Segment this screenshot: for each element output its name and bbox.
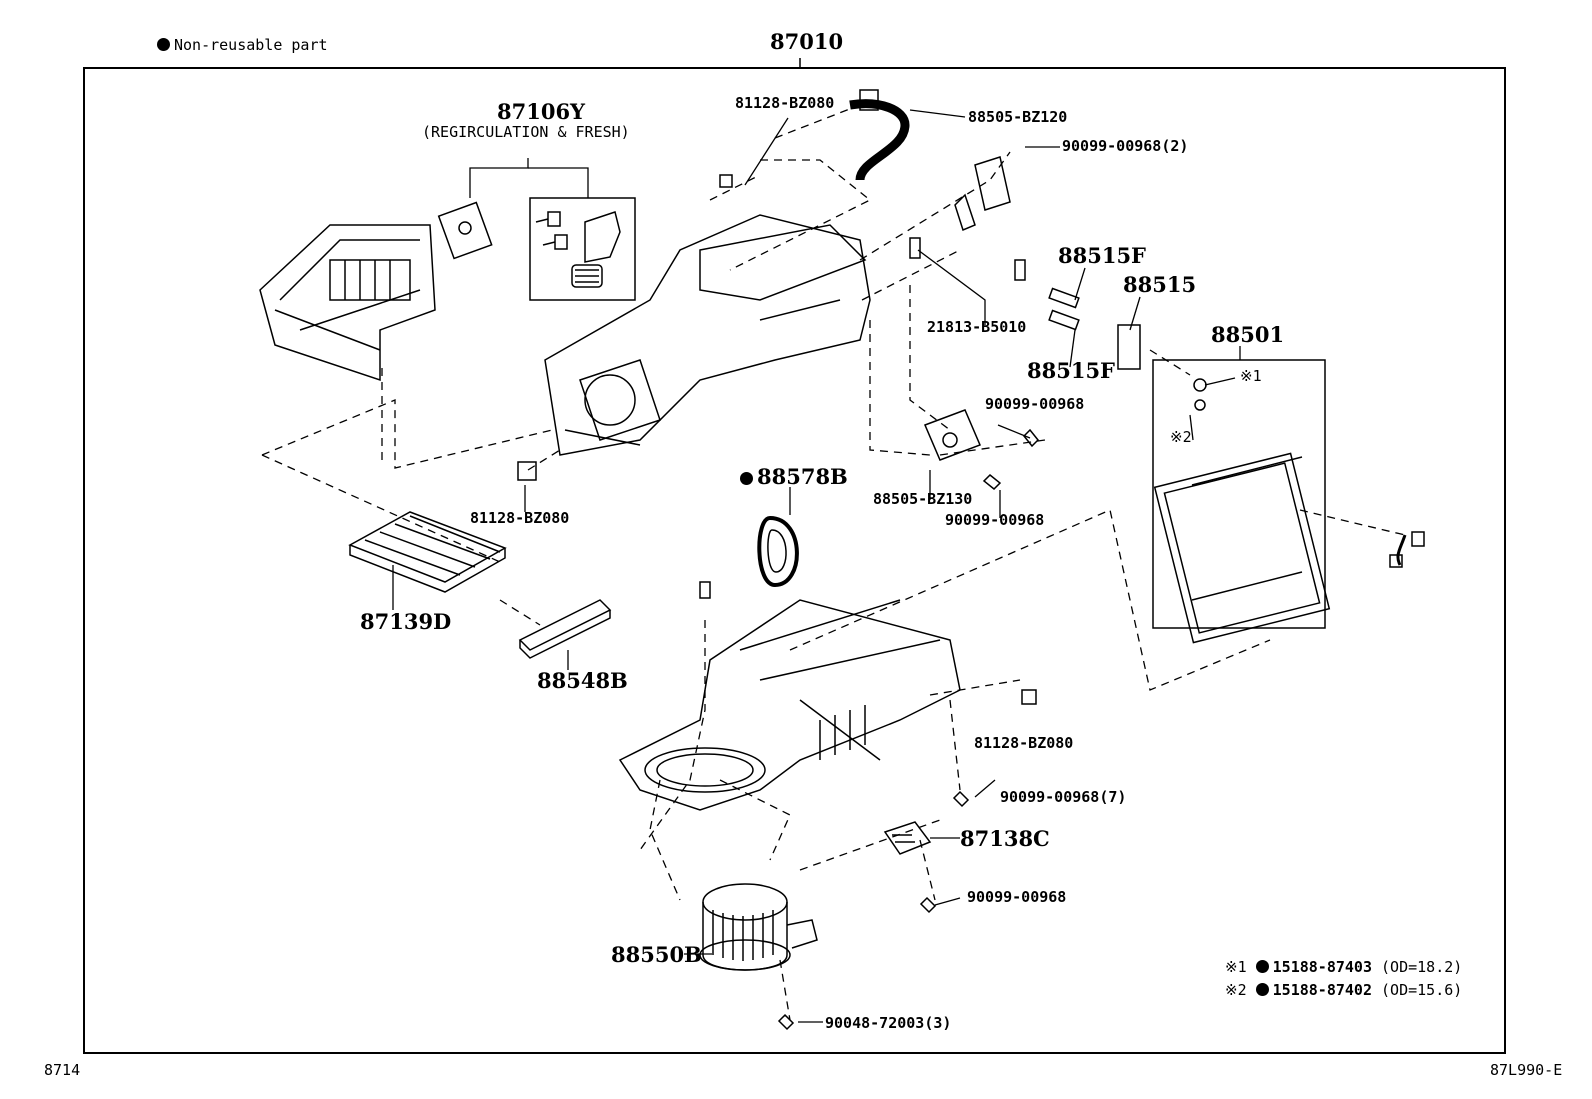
non-reusable-dot-icon: [1255, 960, 1269, 973]
part-label-88501[interactable]: 88501: [1211, 322, 1285, 347]
note-mark-1: ※1: [1240, 367, 1262, 385]
note-row-1: ※1 15188-87403 (OD=18.2): [1225, 958, 1462, 976]
footer-left: 8714: [44, 1061, 81, 1079]
part-label-88578b[interactable]: 88578B: [740, 466, 848, 487]
note-mark-2: ※2: [1170, 428, 1192, 446]
part-label-88578b-text: 88578B: [757, 464, 848, 489]
recirc-servo: [437, 201, 493, 260]
part-label-88548b[interactable]: 88548B: [537, 668, 628, 693]
upper-housing: [544, 174, 871, 456]
cabin-filter: [348, 511, 507, 593]
connectors: [1014, 259, 1141, 370]
note-1-dim: (OD=18.2): [1381, 958, 1463, 976]
kit-bolt-icons: [535, 211, 621, 288]
note-2-dim: (OD=15.6): [1381, 981, 1463, 999]
part-label-87139d[interactable]: 87139D: [360, 609, 452, 634]
part-label-88550b[interactable]: 88550B: [611, 942, 702, 967]
evaporator-core: [1153, 452, 1331, 644]
note-1-part[interactable]: 15188-87403: [1272, 958, 1372, 976]
assembly-number: 87010: [770, 29, 844, 54]
part-label-90099-00968-mid2[interactable]: 90099-00968: [945, 511, 1045, 529]
part-label-81128-right[interactable]: 81128-BZ080: [974, 734, 1074, 752]
part-label-90099-00968-low[interactable]: 90099-00968: [967, 888, 1067, 906]
servo-bracket: [954, 156, 1011, 232]
non-reusable-dot-icon: [157, 38, 170, 51]
assembly-frame: [83, 67, 1506, 1054]
legend-text: Non-reusable part: [174, 36, 328, 54]
note-2-mark: ※2: [1225, 981, 1247, 999]
dashed-guides: [261, 104, 1406, 1021]
part-label-81128-left[interactable]: 81128-BZ080: [470, 509, 570, 527]
footer-right: 87L990-E: [1490, 1061, 1563, 1079]
non-reusable-dot-icon: [740, 472, 753, 485]
blower-motor: [699, 883, 818, 971]
o-rings: [1193, 378, 1207, 411]
part-label-21813-b5010[interactable]: 21813-B5010: [927, 318, 1027, 336]
part-label-88505-bz120[interactable]: 88505-BZ120: [968, 108, 1068, 126]
hose: [849, 89, 910, 181]
part-label-90099-00968-mid[interactable]: 90099-00968: [985, 395, 1085, 413]
part-label-90099-00968-2[interactable]: 90099-00968(2): [1062, 137, 1189, 155]
gasket: [757, 515, 799, 588]
note-row-2: ※2 15188-87402 (OD=15.6): [1225, 981, 1462, 999]
part-label-87138c[interactable]: 87138C: [960, 826, 1050, 851]
part-label-87106y[interactable]: 87106Y: [497, 99, 586, 124]
filter-cover: [518, 599, 612, 659]
legend: Non-reusable part: [157, 36, 328, 54]
screws-mid: [982, 428, 1040, 491]
evaporator-box: [1152, 359, 1326, 629]
intake-housing: [259, 224, 436, 382]
lower-case: [618, 581, 961, 811]
mode-servo: [924, 409, 981, 461]
clip-left: [517, 461, 537, 481]
filter-kit-box: [529, 197, 636, 301]
part-label-88515[interactable]: 88515: [1123, 272, 1197, 297]
non-reusable-dot-icon: [1255, 983, 1269, 996]
part-label-88515f-top[interactable]: 88515F: [1058, 243, 1146, 268]
blower-resistor: [883, 821, 932, 855]
note-1-mark: ※1: [1225, 958, 1247, 976]
part-label-88515f-bottom[interactable]: 88515F: [1027, 358, 1115, 383]
part-sublabel-87106y: (REGIRCULATION & FRESH): [422, 123, 630, 141]
note-2-part[interactable]: 15188-87402: [1272, 981, 1372, 999]
evap-sensor: [1389, 531, 1425, 568]
part-label-90048-72003-3[interactable]: 90048-72003(3): [825, 1014, 952, 1032]
screws-lower: [777, 689, 1037, 1031]
part-label-88505-bz130[interactable]: 88505-BZ130: [873, 490, 973, 508]
temp-sensor: [909, 237, 921, 259]
part-label-90099-00968-7[interactable]: 90099-00968(7): [1000, 788, 1127, 806]
part-label-81128-top[interactable]: 81128-BZ080: [735, 94, 835, 112]
